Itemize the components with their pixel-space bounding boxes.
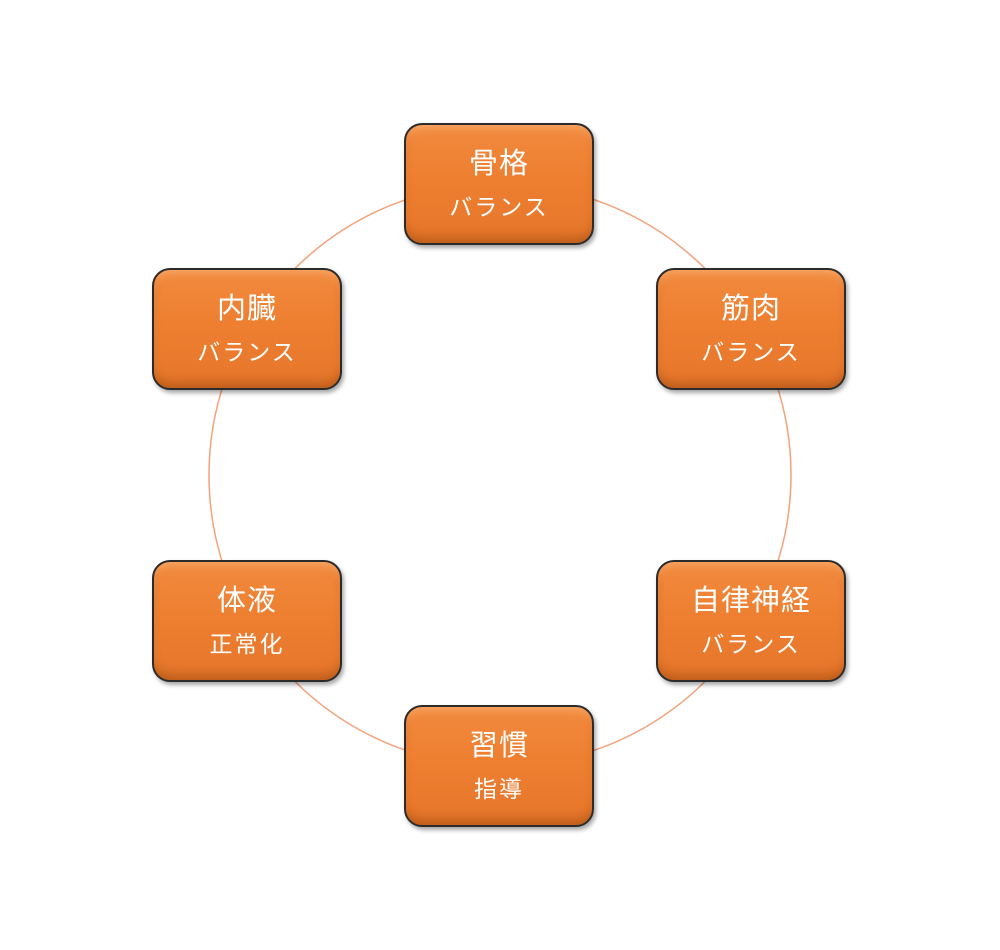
node-autonomic-nerve-balance: 自律神経 バランス: [656, 560, 846, 682]
node-skeleton-balance: 骨格 バランス: [404, 123, 594, 245]
node-muscle-balance: 筋肉 バランス: [656, 268, 846, 390]
node-title: 習慣: [468, 727, 529, 762]
node-subtitle: バランス: [449, 194, 549, 221]
node-subtitle: バランス: [701, 339, 801, 366]
node-title: 骨格: [468, 145, 529, 180]
node-internal-organ-balance: 内臓 バランス: [152, 268, 342, 390]
node-habit-guidance: 習慣 指導: [404, 705, 594, 827]
node-title: 自律神経: [690, 582, 811, 617]
node-subtitle: バランス: [197, 339, 297, 366]
node-title: 体液: [216, 582, 277, 617]
node-title: 内臓: [216, 290, 277, 325]
node-subtitle: 正常化: [209, 631, 285, 658]
node-title: 筋肉: [720, 290, 781, 325]
node-subtitle: バランス: [701, 631, 801, 658]
node-subtitle: 指導: [474, 776, 524, 803]
node-body-fluid-normalization: 体液 正常化: [152, 560, 342, 682]
